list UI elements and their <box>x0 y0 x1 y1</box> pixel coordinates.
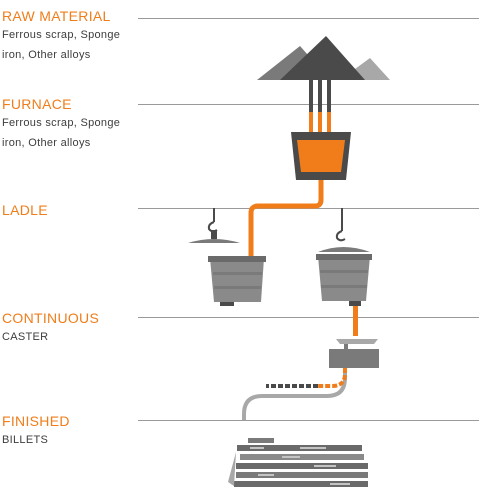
billets-stack-icon <box>228 438 368 487</box>
stage-raw-material: RAW MATERIAL Ferrous scrap, Sponge iron,… <box>2 8 137 65</box>
ladle-lid-icon <box>188 235 240 243</box>
feed-rods-icon <box>309 78 331 134</box>
stage-divider <box>138 317 479 318</box>
ladle-left-icon <box>208 256 266 306</box>
cast-strand-line <box>242 368 347 420</box>
stage-divider <box>138 18 479 19</box>
furnace-icon <box>291 132 351 180</box>
ladle-right-icon <box>316 247 372 306</box>
stage-description: Ferrous scrap, Sponge iron, Other alloys <box>2 29 121 61</box>
stage-continuous-caster: CONTINUOUS CASTER <box>2 310 99 347</box>
stage-description: Ferrous scrap, Sponge iron, Other alloys <box>2 117 121 149</box>
stage-title: LADLE <box>2 202 48 218</box>
stage-description: BILLETS <box>2 434 49 446</box>
stage-description: CASTER <box>2 331 49 343</box>
stage-title: FINISHED <box>2 413 70 429</box>
caster-icon <box>329 339 379 368</box>
raw-material-piles-icon <box>257 36 390 80</box>
stage-ladle: LADLE <box>2 202 48 219</box>
stage-divider <box>138 104 479 105</box>
molten-flow-line <box>248 180 324 256</box>
stage-furnace: FURNACE Ferrous scrap, Sponge iron, Othe… <box>2 96 137 153</box>
stage-title: CONTINUOUS <box>2 310 100 326</box>
pour-stream <box>353 306 358 336</box>
cast-strand-hot <box>318 368 347 388</box>
stage-title: FURNACE <box>2 96 72 112</box>
stage-divider <box>138 420 479 421</box>
crane-hook-icon <box>335 208 346 242</box>
stage-title: RAW MATERIAL <box>2 8 111 24</box>
crane-hook-icon <box>207 208 218 236</box>
stage-finished-billets: FINISHED BILLETS <box>2 413 70 450</box>
